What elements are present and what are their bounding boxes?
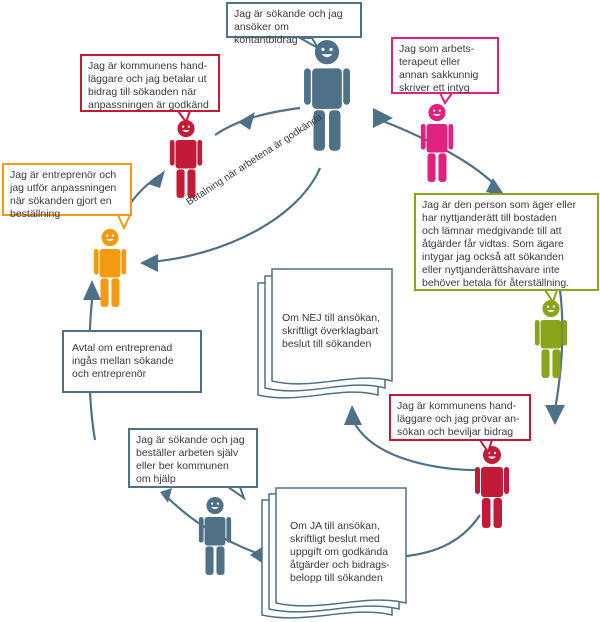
- right-leg: [329, 110, 341, 151]
- tail-applicant-bottom: [224, 486, 247, 501]
- bubble-owner: Jag är den person som äger eller har nyt…: [414, 193, 599, 291]
- document-no-text: Om NEJ till ansökan, skriftligt överklag…: [282, 312, 381, 350]
- arrowhead-top-right: [486, 178, 505, 196]
- arc-right: [553, 289, 564, 411]
- document-no: [257, 268, 393, 399]
- right-arm: [343, 68, 350, 105]
- left-leg: [205, 546, 214, 575]
- bubble-applicant-order: Jag är sökande och jag beställer arbeten…: [128, 428, 258, 488]
- head: [206, 497, 224, 515]
- figure-therapist: [420, 104, 454, 182]
- figure-officer-pay: [169, 120, 203, 198]
- left-arm: [475, 467, 480, 494]
- torso: [312, 68, 342, 109]
- left-leg: [100, 278, 109, 307]
- head: [101, 229, 119, 247]
- head: [314, 40, 340, 65]
- torso: [540, 319, 562, 349]
- torso: [481, 467, 503, 497]
- arrowhead-inner-no: [344, 405, 362, 425]
- right-arm: [197, 139, 203, 166]
- face: [182, 125, 190, 133]
- bubble-officer-review: Jag är kommunens hand- läggare och jag p…: [389, 394, 531, 441]
- bubble-applicant-apply: Jag är sökande och jag ansöker om kontan…: [226, 2, 362, 46]
- right-leg: [493, 498, 502, 528]
- right-leg: [438, 153, 447, 182]
- head: [428, 104, 446, 122]
- left-arm: [420, 123, 426, 150]
- left-leg: [427, 153, 436, 182]
- head: [177, 120, 195, 138]
- arrowheads: [83, 108, 565, 566]
- torso: [426, 123, 448, 153]
- right-arm: [562, 319, 568, 346]
- right-arm: [448, 123, 454, 150]
- figure-applicant-top: [304, 40, 350, 151]
- bubble-officer-pay: Jag är kommunens hand- läggare och jag b…: [80, 54, 220, 112]
- document-yes: [261, 487, 407, 619]
- bubble-contract: Avtal om entreprenad ingås mellan sökand…: [62, 330, 202, 393]
- right-arm: [226, 516, 232, 543]
- tail-contractor: [116, 214, 132, 231]
- document-yes-text: Om JA till ansökan, skriftligt beslut me…: [290, 520, 390, 584]
- arrowhead-left: [83, 280, 101, 300]
- left-arm: [93, 248, 99, 275]
- tail-applicant-top: [296, 37, 321, 51]
- arrowhead-right: [545, 405, 565, 425]
- face: [547, 305, 555, 313]
- face: [487, 451, 497, 459]
- figure-owner: [534, 300, 568, 378]
- figure-contractor: [93, 229, 127, 307]
- left-arm: [534, 319, 540, 346]
- arc-inner-no: [350, 417, 476, 472]
- left-leg: [482, 498, 491, 528]
- torso: [175, 139, 197, 169]
- right-leg: [216, 546, 225, 575]
- left-leg: [541, 349, 550, 378]
- arc-top-left: [214, 106, 301, 136]
- torso: [99, 248, 121, 278]
- arrowhead-left-upper: [148, 170, 165, 188]
- right-leg: [187, 169, 196, 198]
- arrowhead-bottom: [160, 488, 172, 503]
- bubble-therapist: Jag som arbets- terapeut eller annan sak…: [391, 37, 499, 94]
- right-arm: [121, 248, 127, 275]
- left-leg: [176, 169, 185, 198]
- face: [433, 109, 441, 117]
- left-leg: [313, 110, 325, 151]
- right-arm: [504, 467, 509, 494]
- face: [321, 47, 333, 58]
- left-arm: [304, 68, 311, 105]
- figure-applicant-bottom: [198, 497, 232, 575]
- torso: [204, 516, 226, 546]
- face: [106, 234, 114, 242]
- right-leg: [552, 349, 561, 378]
- arc-inner-payment: [149, 167, 322, 264]
- right-leg: [111, 278, 120, 307]
- tail-owner: [543, 289, 559, 305]
- arrowhead-cycle-top: [373, 108, 393, 128]
- left-arm: [169, 139, 175, 166]
- arc-bottom-right: [394, 514, 481, 559]
- head: [542, 300, 560, 318]
- arrowhead-inner-payment: [140, 254, 158, 272]
- left-arm: [198, 516, 204, 543]
- bubble-contractor: Jag är entreprenör och jag utför anpassn…: [2, 163, 132, 220]
- face: [211, 502, 219, 510]
- arrowhead-top-left: [238, 112, 255, 130]
